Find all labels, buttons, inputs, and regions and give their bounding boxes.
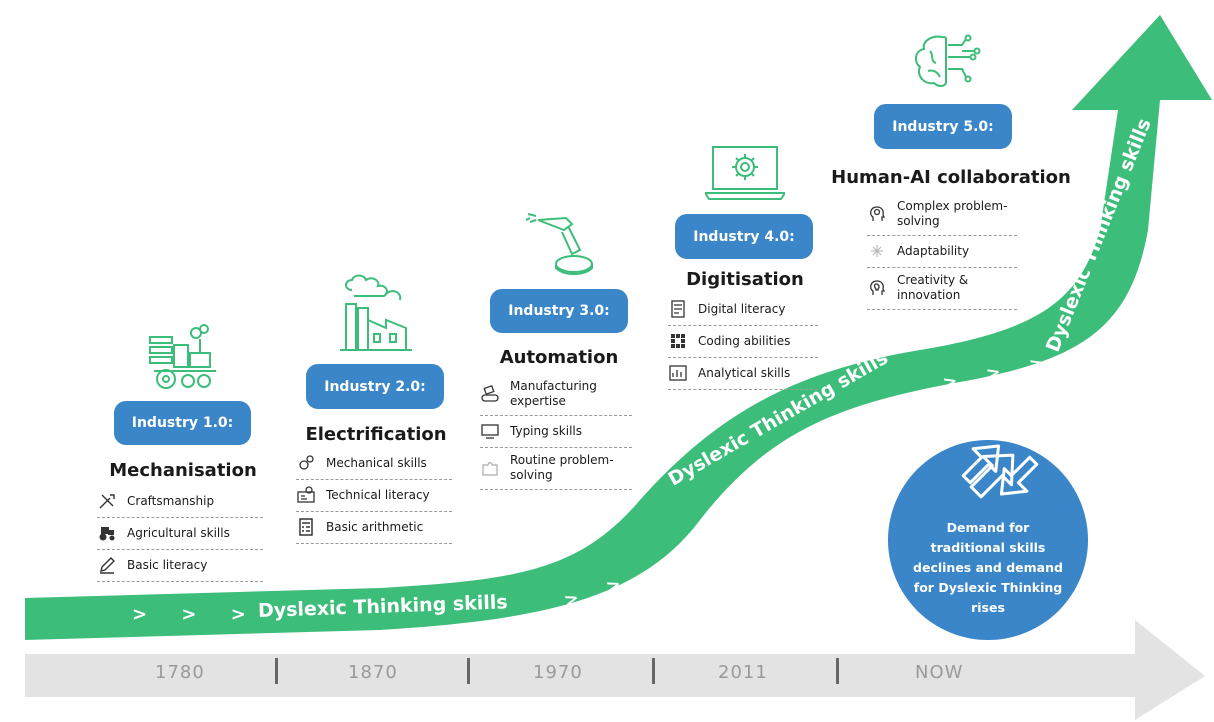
era-1-title: Mechanisation xyxy=(109,460,257,481)
document-icon xyxy=(668,299,688,319)
callout-circle xyxy=(888,440,1088,640)
conveyor-icon xyxy=(480,384,500,404)
brain-circuit-icon xyxy=(912,33,982,93)
arrow-chevrons-start: > > > xyxy=(132,604,260,625)
era-2-skills: Mechanical skills Technical literacy Bas… xyxy=(296,448,452,544)
puzzle-icon xyxy=(480,458,500,478)
era-4-title: Digitisation xyxy=(686,269,804,290)
head-bulb-icon xyxy=(867,278,887,298)
laptop-gear-icon xyxy=(703,143,787,205)
timeline-separator xyxy=(467,658,470,684)
chart-icon xyxy=(668,363,688,383)
keyboard-icon xyxy=(480,421,500,441)
skill-item: Routine problem-solving xyxy=(480,448,632,490)
era-4-skills: Digital literacy Coding abilities Analyt… xyxy=(668,294,818,390)
pencil-icon xyxy=(97,555,117,575)
skill-item: Coding abilities xyxy=(668,326,818,358)
era-1-label: Industry 1.0: xyxy=(114,401,251,445)
skill-item: Adaptability xyxy=(867,236,1017,268)
calculator-icon xyxy=(296,517,316,537)
timeline-year-5: NOW xyxy=(915,662,964,683)
skill-item: Technical literacy xyxy=(296,480,452,512)
double-arrow-icon xyxy=(969,453,1015,499)
timeline-separator xyxy=(275,658,278,684)
adapt-icon xyxy=(867,241,887,261)
era-2-label: Industry 2.0: xyxy=(306,364,444,409)
tractor-machine-icon xyxy=(146,323,220,395)
skill-item: Mechanical skills xyxy=(296,448,452,480)
skill-item: Craftsmanship xyxy=(97,486,263,518)
skill-item: Agricultural skills xyxy=(97,518,263,550)
skill-item: Complex problem-solving xyxy=(867,194,1017,236)
timeline-arrow xyxy=(25,620,1205,720)
arrow-pair-icon xyxy=(961,444,1039,496)
callout-text: Demand for traditional skills declines a… xyxy=(913,520,1063,615)
skill-item: Digital literacy xyxy=(668,294,818,326)
era-3-title: Automation xyxy=(499,347,619,368)
tools-icon xyxy=(97,491,117,511)
timeline-separator xyxy=(652,658,655,684)
timeline-year-1: 1780 xyxy=(155,662,205,683)
robot-arm-icon xyxy=(524,210,596,280)
era-2-title: Electrification xyxy=(305,424,447,445)
timeline-separator xyxy=(836,658,839,684)
skill-item: Manufacturing expertise xyxy=(480,374,632,416)
era-1-skills: Craftsmanship Agricultural skills Basic … xyxy=(97,486,263,582)
era-5-label: Industry 5.0: xyxy=(874,104,1012,149)
factory-icon xyxy=(340,272,412,356)
skill-item: Basic literacy xyxy=(97,550,263,582)
machine-icon xyxy=(296,485,316,505)
skill-item: Typing skills xyxy=(480,416,632,448)
head-gear-icon xyxy=(867,204,887,224)
era-5-skills: Complex problem-solving Adaptability Cre… xyxy=(867,194,1017,310)
tractor-icon xyxy=(97,523,117,543)
timeline-year-2: 1870 xyxy=(348,662,398,683)
era-5-title: Human-AI collaboration xyxy=(831,167,1071,188)
skill-item: Creativity & innovation xyxy=(867,268,1017,310)
skill-item: Analytical skills xyxy=(668,358,818,390)
era-3-skills: Manufacturing expertise Typing skills Ro… xyxy=(480,374,632,490)
era-3-label: Industry 3.0: xyxy=(490,289,628,333)
era-4-label: Industry 4.0: xyxy=(675,214,813,259)
gears-icon xyxy=(296,453,316,473)
timeline-year-3: 1970 xyxy=(533,662,583,683)
code-icon xyxy=(668,331,688,351)
skill-item: Basic arithmetic xyxy=(296,512,452,544)
timeline-year-4: 2011 xyxy=(718,662,768,683)
